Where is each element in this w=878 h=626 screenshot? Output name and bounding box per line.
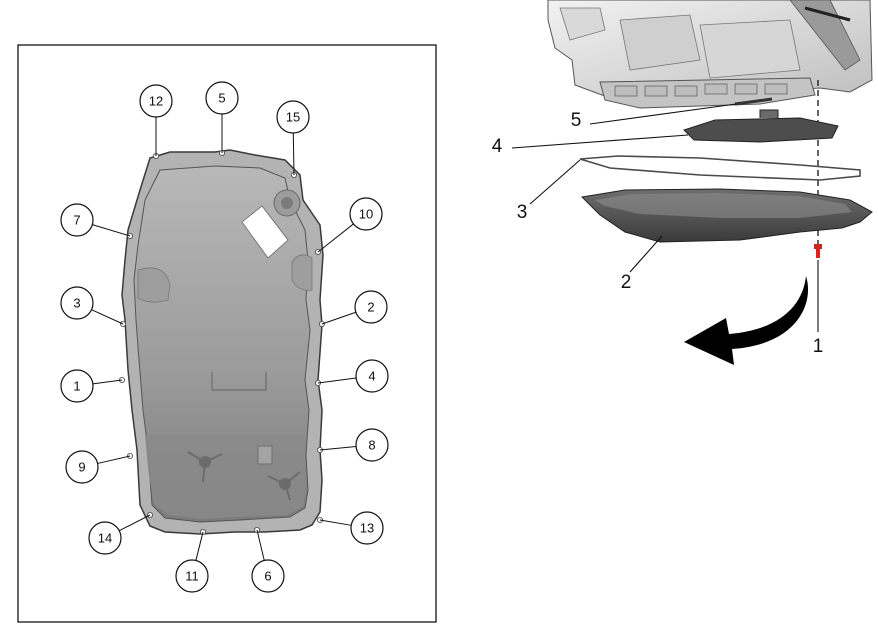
callout-circle-10 [349, 197, 383, 231]
callout-label-6: 6 [264, 569, 271, 584]
callout-leader-9 [97, 455, 131, 464]
callout-label-12: 12 [149, 94, 163, 109]
callout-label-2: 2 [367, 300, 374, 315]
callout-label-9: 9 [78, 460, 85, 475]
callout-circle-12 [139, 84, 173, 118]
callout-circle-7 [60, 203, 94, 237]
part-leader-4 [511, 134, 689, 149]
part-3-gasket [579, 155, 861, 181]
right-part-callouts: 5 4 3 2 1 [492, 103, 824, 357]
sump-tab [257, 445, 273, 465]
oil-pan-rib [211, 372, 267, 391]
part-leader-2 [629, 235, 663, 273]
callout-circle-2 [354, 290, 388, 324]
part-4-filter [683, 117, 839, 143]
callout-leader-13 [319, 519, 352, 526]
callout-circle-4 [355, 359, 389, 393]
callout-leader-8 [319, 446, 357, 451]
callout-circle-6 [251, 559, 285, 593]
callout-circle-9 [65, 450, 99, 484]
callout-label-11: 11 [185, 569, 199, 584]
callout-leader-6 [256, 529, 265, 561]
callout-label-7: 7 [73, 213, 80, 228]
callout-label-1: 1 [73, 379, 80, 394]
part-label-2: 2 [621, 272, 632, 293]
callout-label-13: 13 [360, 521, 374, 536]
callout-label-14: 14 [98, 531, 112, 546]
part-5-seal [734, 97, 773, 106]
callout-circle-1 [60, 369, 94, 403]
part-label-4: 4 [492, 136, 503, 157]
callout-circle-8 [355, 428, 389, 462]
part-1-bolt [814, 244, 822, 258]
callout-leader-2 [321, 311, 357, 325]
callout-circle-11 [175, 559, 209, 593]
oil-pan-recess-left [137, 267, 171, 303]
removal-arrow [684, 276, 809, 365]
callout-circle-3 [60, 286, 94, 320]
callout-label-5: 5 [218, 91, 225, 106]
part-leader-5 [589, 103, 737, 125]
right-panel-exploded-view: 5 4 3 2 1 [492, 0, 873, 365]
callout-circle-14 [88, 521, 122, 555]
sump-magnet-left [187, 451, 223, 483]
callout-leader-7 [92, 224, 131, 237]
callout-leader-10 [317, 223, 354, 253]
callout-circle-5 [205, 81, 239, 115]
part-label-5: 5 [571, 110, 582, 131]
part-label-1: 1 [813, 336, 824, 357]
callout-circle-13 [350, 511, 384, 545]
sump-magnet-right [267, 471, 301, 501]
part-leader-3 [529, 159, 581, 205]
callout-label-3: 3 [73, 296, 80, 311]
oil-pan-recess-right [291, 254, 313, 291]
callout-label-15: 15 [286, 110, 300, 125]
callout-leader-3 [91, 309, 124, 325]
callout-leader-14 [119, 514, 151, 532]
pan-label [241, 205, 289, 259]
callout-leader-4 [317, 377, 357, 384]
callout-leader-15 [292, 132, 295, 176]
part-label-3: 3 [517, 202, 528, 223]
callout-label-8: 8 [368, 438, 375, 453]
oil-pan-sump [145, 435, 306, 519]
callout-label-10: 10 [359, 207, 373, 222]
callout-circle-15 [276, 100, 310, 134]
callout-leader-11 [195, 531, 204, 561]
callout-leader-1 [92, 379, 123, 385]
callout-label-4: 4 [368, 369, 375, 384]
